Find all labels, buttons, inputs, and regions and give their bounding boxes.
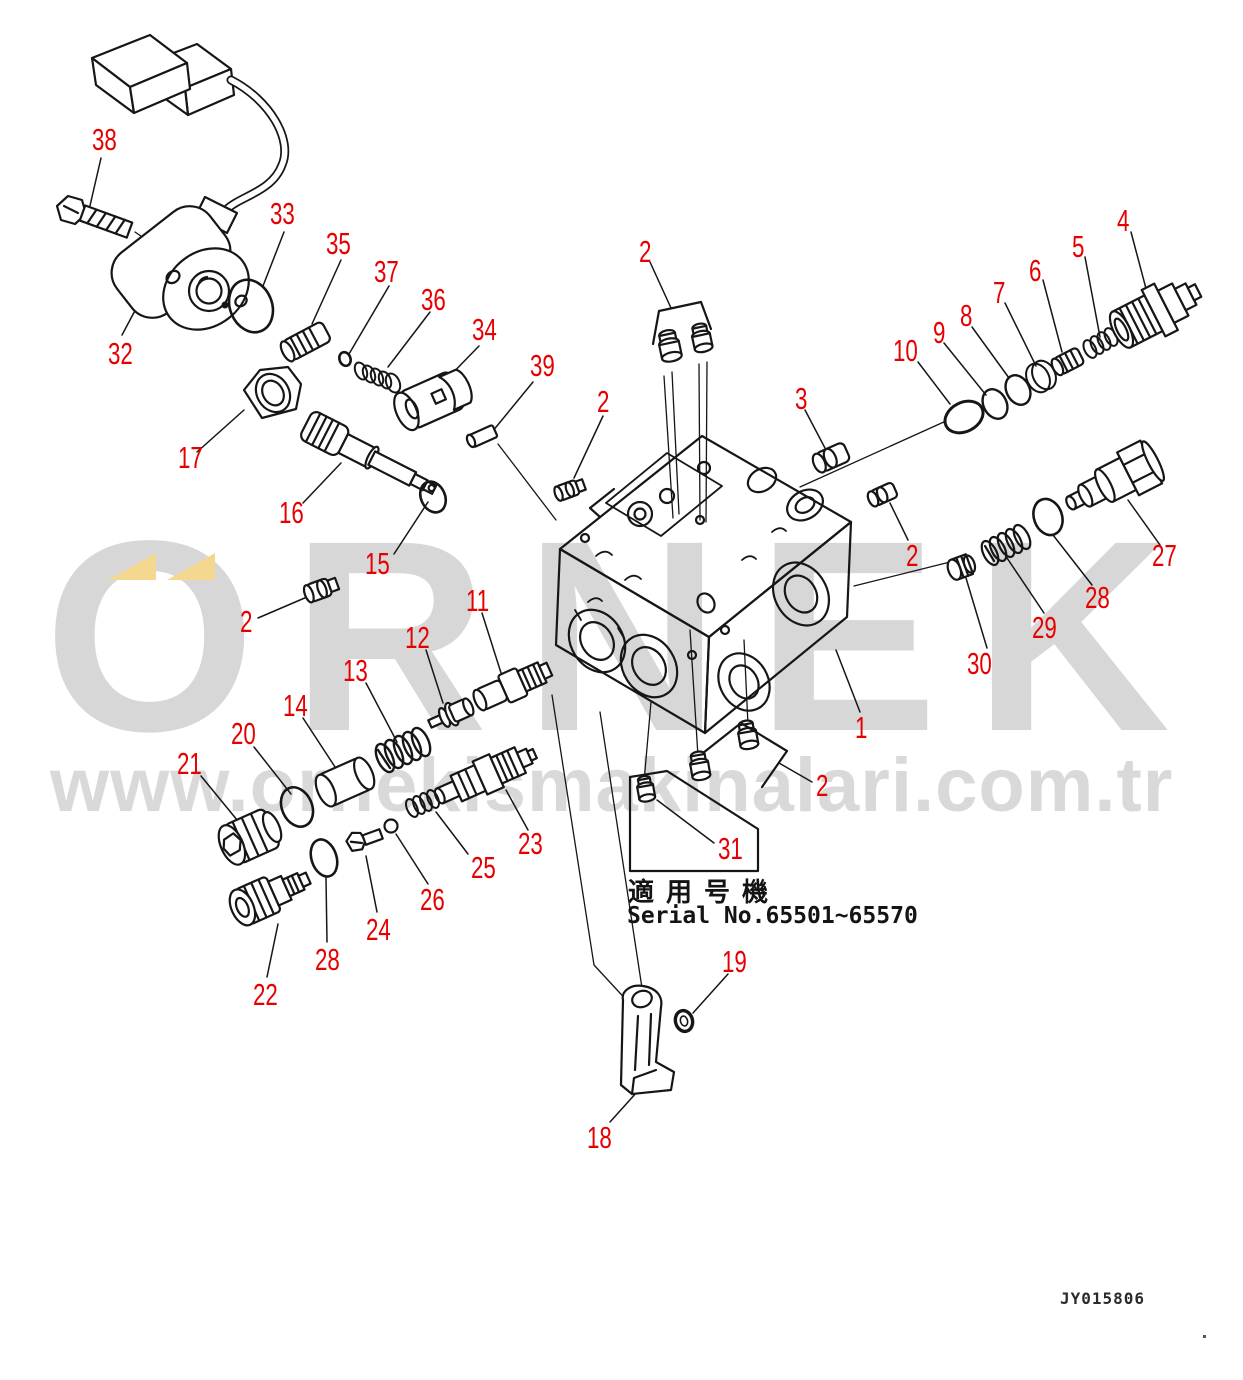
box-2-bottom xyxy=(701,721,789,789)
bolt-38 xyxy=(55,194,134,239)
part-label: 28 xyxy=(315,942,340,977)
part-label: 8 xyxy=(960,298,973,333)
part-label: 1 xyxy=(855,710,868,745)
part-label: 14 xyxy=(283,688,308,723)
part-label: 22 xyxy=(253,977,278,1012)
valve-block-1 xyxy=(554,434,853,735)
plug-31 xyxy=(636,774,657,803)
poppet-12 xyxy=(427,697,475,729)
part-label: 31 xyxy=(718,831,743,866)
part-label: 2 xyxy=(597,384,610,419)
part-label: 19 xyxy=(722,944,747,979)
part-label: 6 xyxy=(1029,253,1042,288)
part-label: 5 xyxy=(1072,229,1085,264)
leader-lines xyxy=(88,157,1161,1123)
valve-27 xyxy=(1065,439,1166,511)
part-label: 37 xyxy=(374,254,399,289)
part-label: 21 xyxy=(177,746,202,781)
plug-2-right xyxy=(866,481,899,508)
part-label: 24 xyxy=(366,912,391,947)
orifice-6 xyxy=(1050,347,1085,377)
spring-25 xyxy=(405,789,440,818)
part-label: 20 xyxy=(231,716,256,751)
solenoid-connector xyxy=(90,33,236,117)
ring-37 xyxy=(338,350,352,368)
plug-2-left xyxy=(302,576,341,604)
nut-17 xyxy=(242,365,303,420)
part-label: 28 xyxy=(1085,580,1110,615)
part-label: 13 xyxy=(343,653,368,688)
cartridge-11 xyxy=(472,661,554,712)
part-label: 2 xyxy=(240,604,253,639)
part-label: 17 xyxy=(178,440,203,475)
spring-13 xyxy=(374,726,432,774)
o-ring-28-right xyxy=(1032,497,1064,537)
applicable-machines-jp: 適用号機 xyxy=(628,877,781,907)
part-label: 3 xyxy=(795,381,808,416)
part-label: 16 xyxy=(279,495,304,530)
lever-18 xyxy=(619,984,676,1096)
plugs-2-top xyxy=(651,300,714,363)
part-label: 27 xyxy=(1152,538,1177,573)
o-ring-20 xyxy=(279,786,315,828)
part-label: 34 xyxy=(472,312,497,347)
box-31 xyxy=(628,769,760,873)
part-label: 9 xyxy=(933,315,946,350)
spring-36 xyxy=(353,361,402,394)
part-label: 30 xyxy=(967,646,992,681)
plug-2-upper-left xyxy=(553,478,587,502)
part-label: 25 xyxy=(471,850,496,885)
screw-24 xyxy=(345,828,384,852)
cartridge-22 xyxy=(228,871,312,927)
part-label: 38 xyxy=(92,122,117,157)
part-label: 36 xyxy=(421,282,446,317)
part-label: 29 xyxy=(1032,610,1057,645)
plug-21 xyxy=(217,808,283,866)
spool-16 xyxy=(300,411,438,495)
part-label: 11 xyxy=(466,583,490,618)
part-label: 18 xyxy=(587,1120,612,1155)
spring-29 xyxy=(980,523,1032,567)
plug-35 xyxy=(279,321,331,363)
corner-dot xyxy=(1203,1335,1206,1338)
part-label: 4 xyxy=(1117,203,1130,238)
solenoid-body-32 xyxy=(110,205,250,331)
part-label: 39 xyxy=(530,348,555,383)
ring-19 xyxy=(673,1008,695,1034)
o-ring-28-left xyxy=(309,838,339,878)
o-ring-10 xyxy=(943,399,985,435)
part-label: 2 xyxy=(816,768,829,803)
part-label: 12 xyxy=(405,620,430,655)
bushing-14 xyxy=(314,756,376,808)
valve-4 xyxy=(1108,282,1203,349)
part-label: 2 xyxy=(906,538,919,573)
part-label: 10 xyxy=(893,333,918,368)
plug-2-bottom xyxy=(737,719,760,751)
part-label: 26 xyxy=(420,882,445,917)
part-label: 7 xyxy=(993,275,1006,310)
solenoid-cable xyxy=(193,75,290,235)
part-label: 32 xyxy=(108,336,133,371)
o-ring-33 xyxy=(227,278,275,334)
o-ring-9 xyxy=(981,388,1009,420)
part-label: 15 xyxy=(365,546,390,581)
plug-2-bottom xyxy=(689,750,712,782)
plug-3 xyxy=(811,442,851,474)
coupler-34 xyxy=(393,368,473,432)
pin-39 xyxy=(465,424,499,449)
part-label: 23 xyxy=(518,826,543,861)
seat-30 xyxy=(946,553,977,581)
part-label: 2 xyxy=(639,234,652,269)
part-label: 33 xyxy=(270,196,295,231)
doc-code: JY015806 xyxy=(1060,1289,1146,1308)
cartridge-23 xyxy=(433,746,538,805)
ball-26 xyxy=(383,818,399,834)
serial-range: Serial No.65501~65570 xyxy=(627,903,918,929)
part-label: 35 xyxy=(326,226,351,261)
o-ring-15 xyxy=(418,480,448,514)
